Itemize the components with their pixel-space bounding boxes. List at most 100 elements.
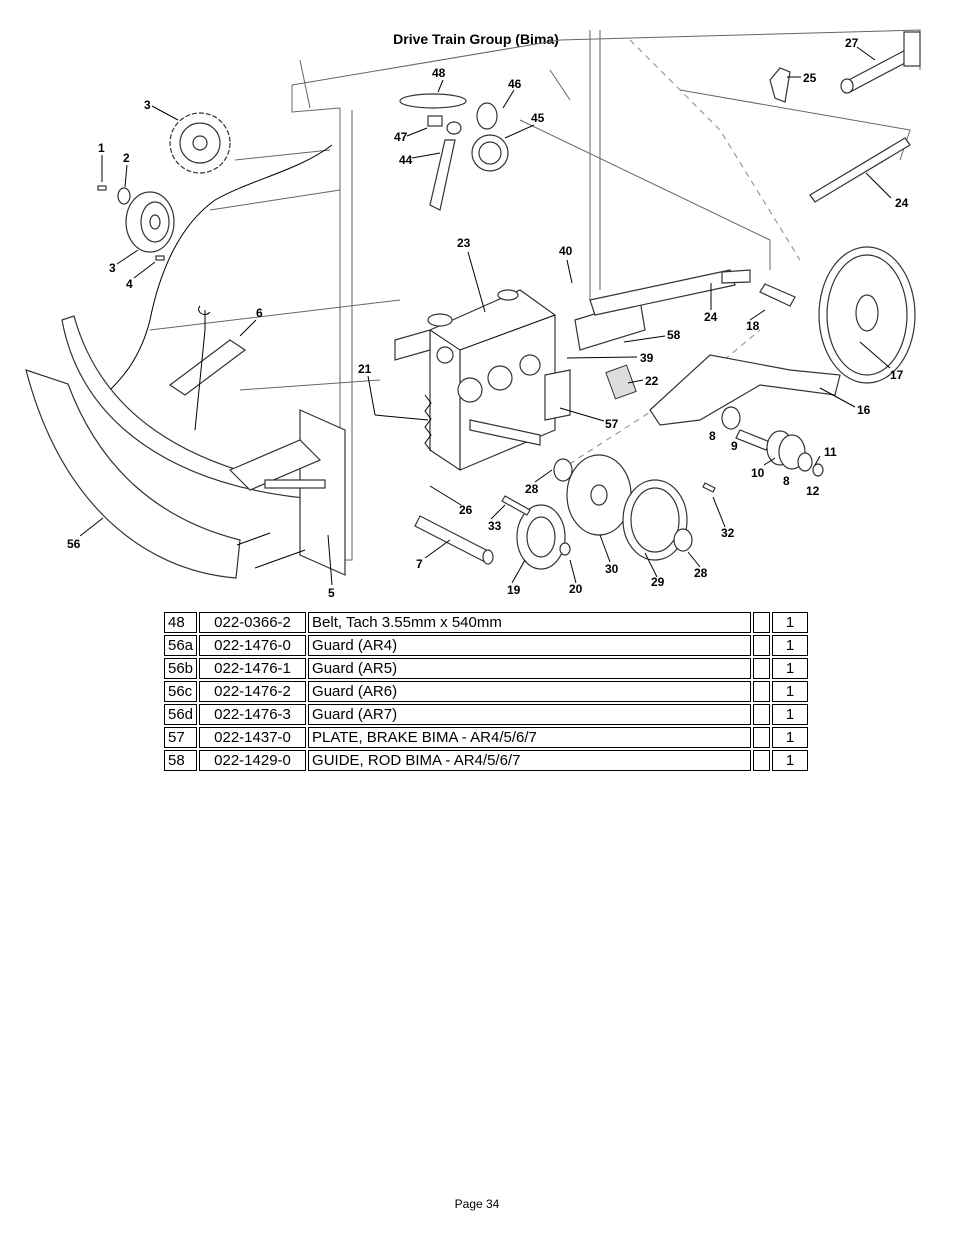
callout-19: 19 [507, 583, 521, 597]
key-4 [155, 255, 165, 261]
callout-48: 48 [432, 66, 446, 80]
diagram-title: Drive Train Group (Bima) [393, 31, 559, 47]
callout-58: 58 [667, 328, 681, 342]
part-note [753, 658, 771, 679]
pulley-set [721, 406, 824, 477]
callout-40: 40 [559, 244, 573, 258]
callout-28-upper: 28 [525, 482, 539, 496]
part-description: Guard (AR6) [308, 681, 752, 702]
leader-lines [79, 46, 892, 586]
part-description: GUIDE, ROD BIMA - AR4/5/6/7 [308, 750, 752, 771]
callout-47: 47 [394, 130, 408, 144]
part-number: 022-1437-0 [199, 727, 307, 748]
pin-1 [97, 185, 107, 191]
callout-33: 33 [488, 519, 502, 533]
part-number: 022-1476-3 [199, 704, 307, 725]
callout-3-sprocket: 3 [144, 98, 151, 112]
callout-30: 30 [605, 562, 619, 576]
item-number: 56b [164, 658, 198, 679]
sprocket-top [169, 112, 231, 174]
item-number: 56c [164, 681, 198, 702]
bracket-5 [228, 409, 346, 576]
callout-2: 2 [123, 151, 130, 165]
callout-1: 1 [98, 141, 105, 155]
callout-8-right: 8 [783, 474, 790, 488]
parts-table: 48 022-0366-2 Belt, Tach 3.55mm x 540mm … [162, 610, 810, 773]
part-note [753, 635, 771, 656]
callout-24-rod: 24 [895, 196, 909, 210]
callout-29: 29 [651, 575, 665, 589]
handwheel-17 [818, 246, 916, 384]
part-description: Belt, Tach 3.55mm x 540mm [308, 612, 752, 633]
callout-20: 20 [569, 582, 583, 596]
table-row: 56a 022-1476-0 Guard (AR4) 1 [164, 635, 809, 656]
callout-57: 57 [605, 417, 619, 431]
callout-44: 44 [399, 153, 413, 167]
callout-7: 7 [416, 557, 423, 571]
part-description: Guard (AR5) [308, 658, 752, 679]
tach-assembly [399, 93, 509, 211]
part-number: 022-1476-2 [199, 681, 307, 702]
part-note [753, 750, 771, 771]
exploded-parts-diagram: Drive Train Group (Bima) [25, 29, 921, 600]
part-number: 022-1476-0 [199, 635, 307, 656]
part-quantity: 1 [772, 658, 809, 679]
item-number: 56a [164, 635, 198, 656]
pedal-16 [649, 354, 841, 426]
part-quantity: 1 [772, 750, 809, 771]
gearbox-23 [394, 289, 556, 471]
callout-32: 32 [721, 526, 735, 540]
callout-24-block: 24 [704, 310, 718, 324]
table-row: 56b 022-1476-1 Guard (AR5) 1 [164, 658, 809, 679]
part-note [753, 727, 771, 748]
table-row: 56c 022-1476-2 Guard (AR6) 1 [164, 681, 809, 702]
part-description: Guard (AR7) [308, 704, 752, 725]
shaft-7 [414, 515, 494, 565]
callout-17: 17 [890, 368, 904, 382]
callout-9: 9 [731, 439, 738, 453]
callout-46: 46 [508, 77, 522, 91]
part-note [753, 681, 771, 702]
callout-5: 5 [328, 586, 335, 600]
callout-23: 23 [457, 236, 471, 250]
table-row: 48 022-0366-2 Belt, Tach 3.55mm x 540mm … [164, 612, 809, 633]
table-row: 57 022-1437-0 PLATE, BRAKE BIMA - AR4/5/… [164, 727, 809, 748]
callout-12: 12 [806, 484, 820, 498]
hub-lower [125, 191, 175, 253]
callout-6: 6 [256, 306, 263, 320]
part-number: 022-0366-2 [199, 612, 307, 633]
spring-21 [424, 394, 432, 452]
callout-3-hub: 3 [109, 261, 116, 275]
item-number: 58 [164, 750, 198, 771]
callout-8-left: 8 [709, 429, 716, 443]
callout-4: 4 [126, 277, 133, 291]
handle-18 [759, 283, 796, 307]
callout-16: 16 [857, 403, 871, 417]
brake-plate-57 [544, 369, 571, 421]
washer-2 [117, 187, 131, 205]
rod-assembly [589, 31, 921, 316]
callout-26: 26 [459, 503, 473, 517]
part-quantity: 1 [772, 612, 809, 633]
cable [109, 144, 333, 391]
callout-56: 56 [67, 537, 81, 551]
item-number: 57 [164, 727, 198, 748]
page-number: Page 34 [454, 1197, 500, 1211]
part-note [753, 612, 771, 633]
part-quantity: 1 [772, 681, 809, 702]
callout-28-lower: 28 [694, 566, 708, 580]
part-description: Guard (AR4) [308, 635, 752, 656]
callout-21: 21 [358, 362, 372, 376]
callout-25: 25 [803, 71, 817, 85]
table-row: 56d 022-1476-3 Guard (AR7) 1 [164, 704, 809, 725]
callout-11: 11 [824, 445, 837, 459]
part-number: 022-1429-0 [199, 750, 307, 771]
callout-18: 18 [746, 319, 760, 333]
item-number: 48 [164, 612, 198, 633]
part-description: PLATE, BRAKE BIMA - AR4/5/6/7 [308, 727, 752, 748]
block-24 [721, 269, 751, 284]
callout-45: 45 [531, 111, 545, 125]
callout-10: 10 [751, 466, 765, 480]
lever-6 [168, 305, 247, 431]
